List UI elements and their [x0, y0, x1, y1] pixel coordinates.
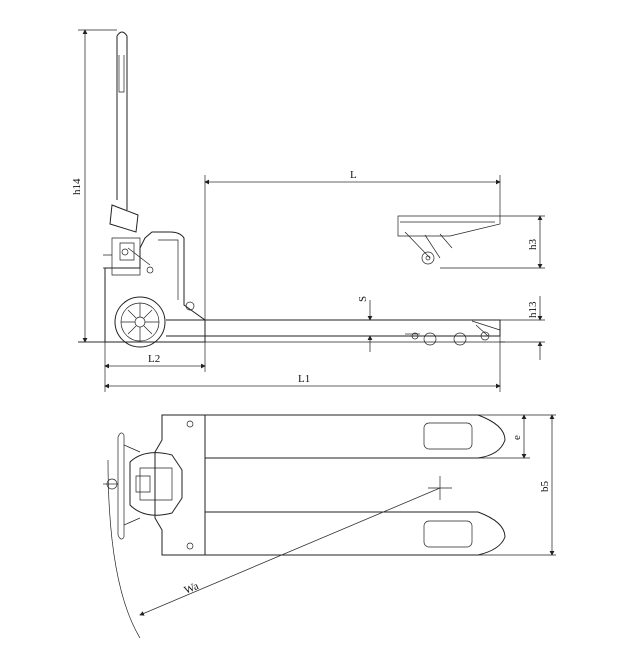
- steering-mechanism: [103, 432, 183, 540]
- dimensions-side: [78, 29, 545, 392]
- turning-radius: [107, 459, 441, 639]
- label-L: L: [350, 169, 357, 181]
- side-view: h14 L h3 S h13 L2 L1: [71, 29, 545, 392]
- chassis-plate: [154, 414, 206, 556]
- steer-wheel: [114, 296, 166, 348]
- handle: [109, 31, 139, 233]
- fork-top: [205, 414, 506, 556]
- label-h13: h13: [527, 301, 539, 318]
- label-L2: L2: [148, 353, 160, 365]
- dimensions-top: [478, 414, 556, 556]
- label-e: e: [511, 435, 523, 440]
- label-S: S: [357, 296, 369, 302]
- chassis: [103, 231, 206, 343]
- fork-raised: [397, 215, 501, 265]
- label-h3: h3: [527, 239, 539, 251]
- label-L1: L1: [298, 373, 310, 385]
- label-Wa: Wa: [182, 580, 200, 597]
- top-view: e b5 Wa: [103, 414, 556, 639]
- label-b5: b5: [539, 481, 551, 493]
- label-h14: h14: [71, 178, 83, 195]
- fork-lowered: [166, 319, 501, 346]
